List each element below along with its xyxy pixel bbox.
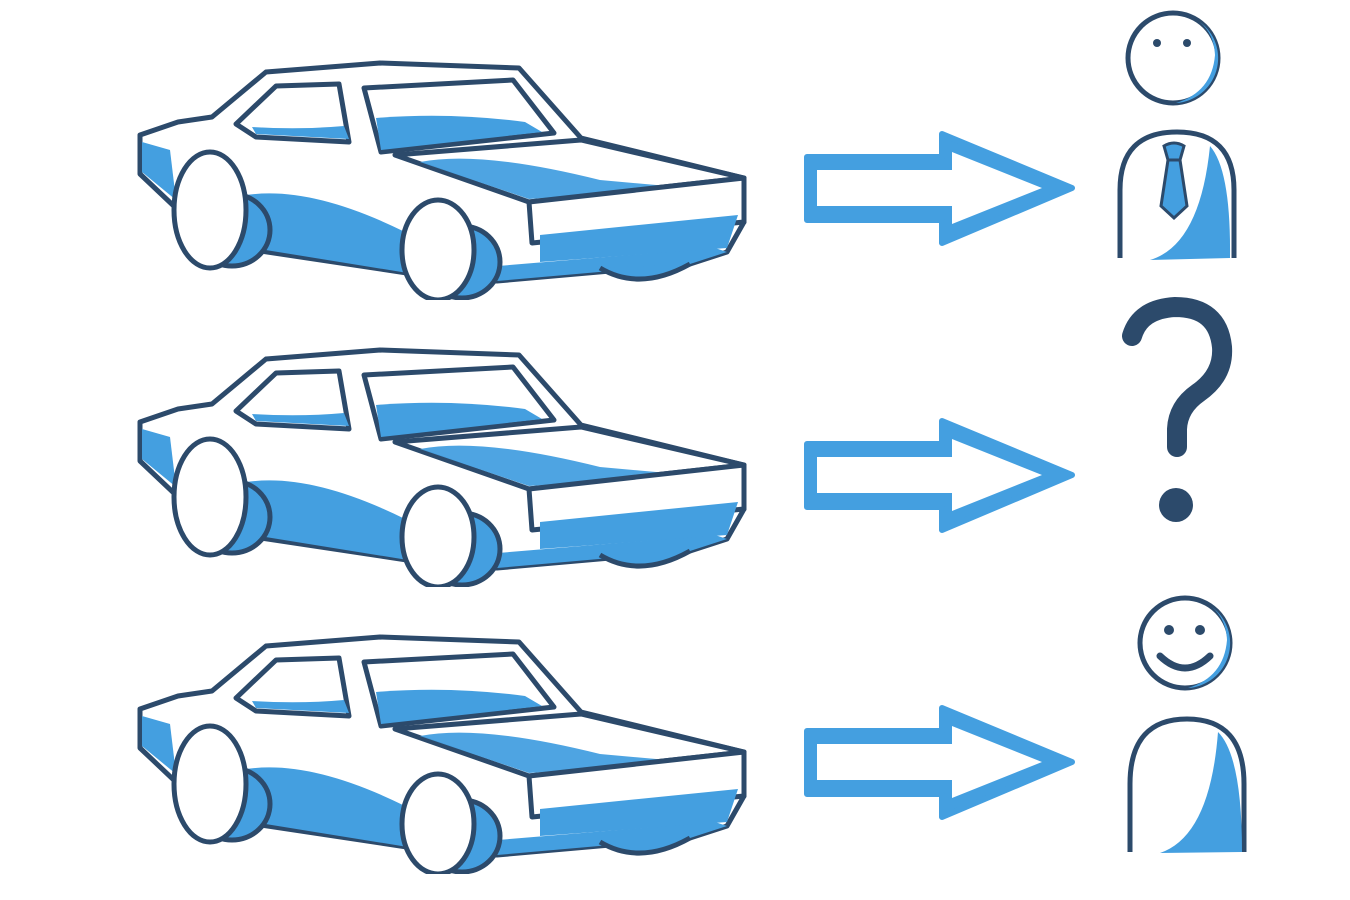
question-mark-icon <box>1090 287 1350 587</box>
smiling-person-icon <box>1090 574 1350 874</box>
row-2 <box>0 287 1350 587</box>
car-icon <box>0 0 800 300</box>
row-1 <box>0 0 1350 300</box>
car-icon <box>0 287 800 587</box>
row-3 <box>0 574 1350 874</box>
car-icon <box>0 574 800 874</box>
arrow-right-icon <box>790 0 1090 300</box>
neutral-person-with-tie-icon <box>1090 0 1350 300</box>
arrow-right-icon <box>790 574 1090 874</box>
arrow-right-icon <box>790 287 1090 587</box>
